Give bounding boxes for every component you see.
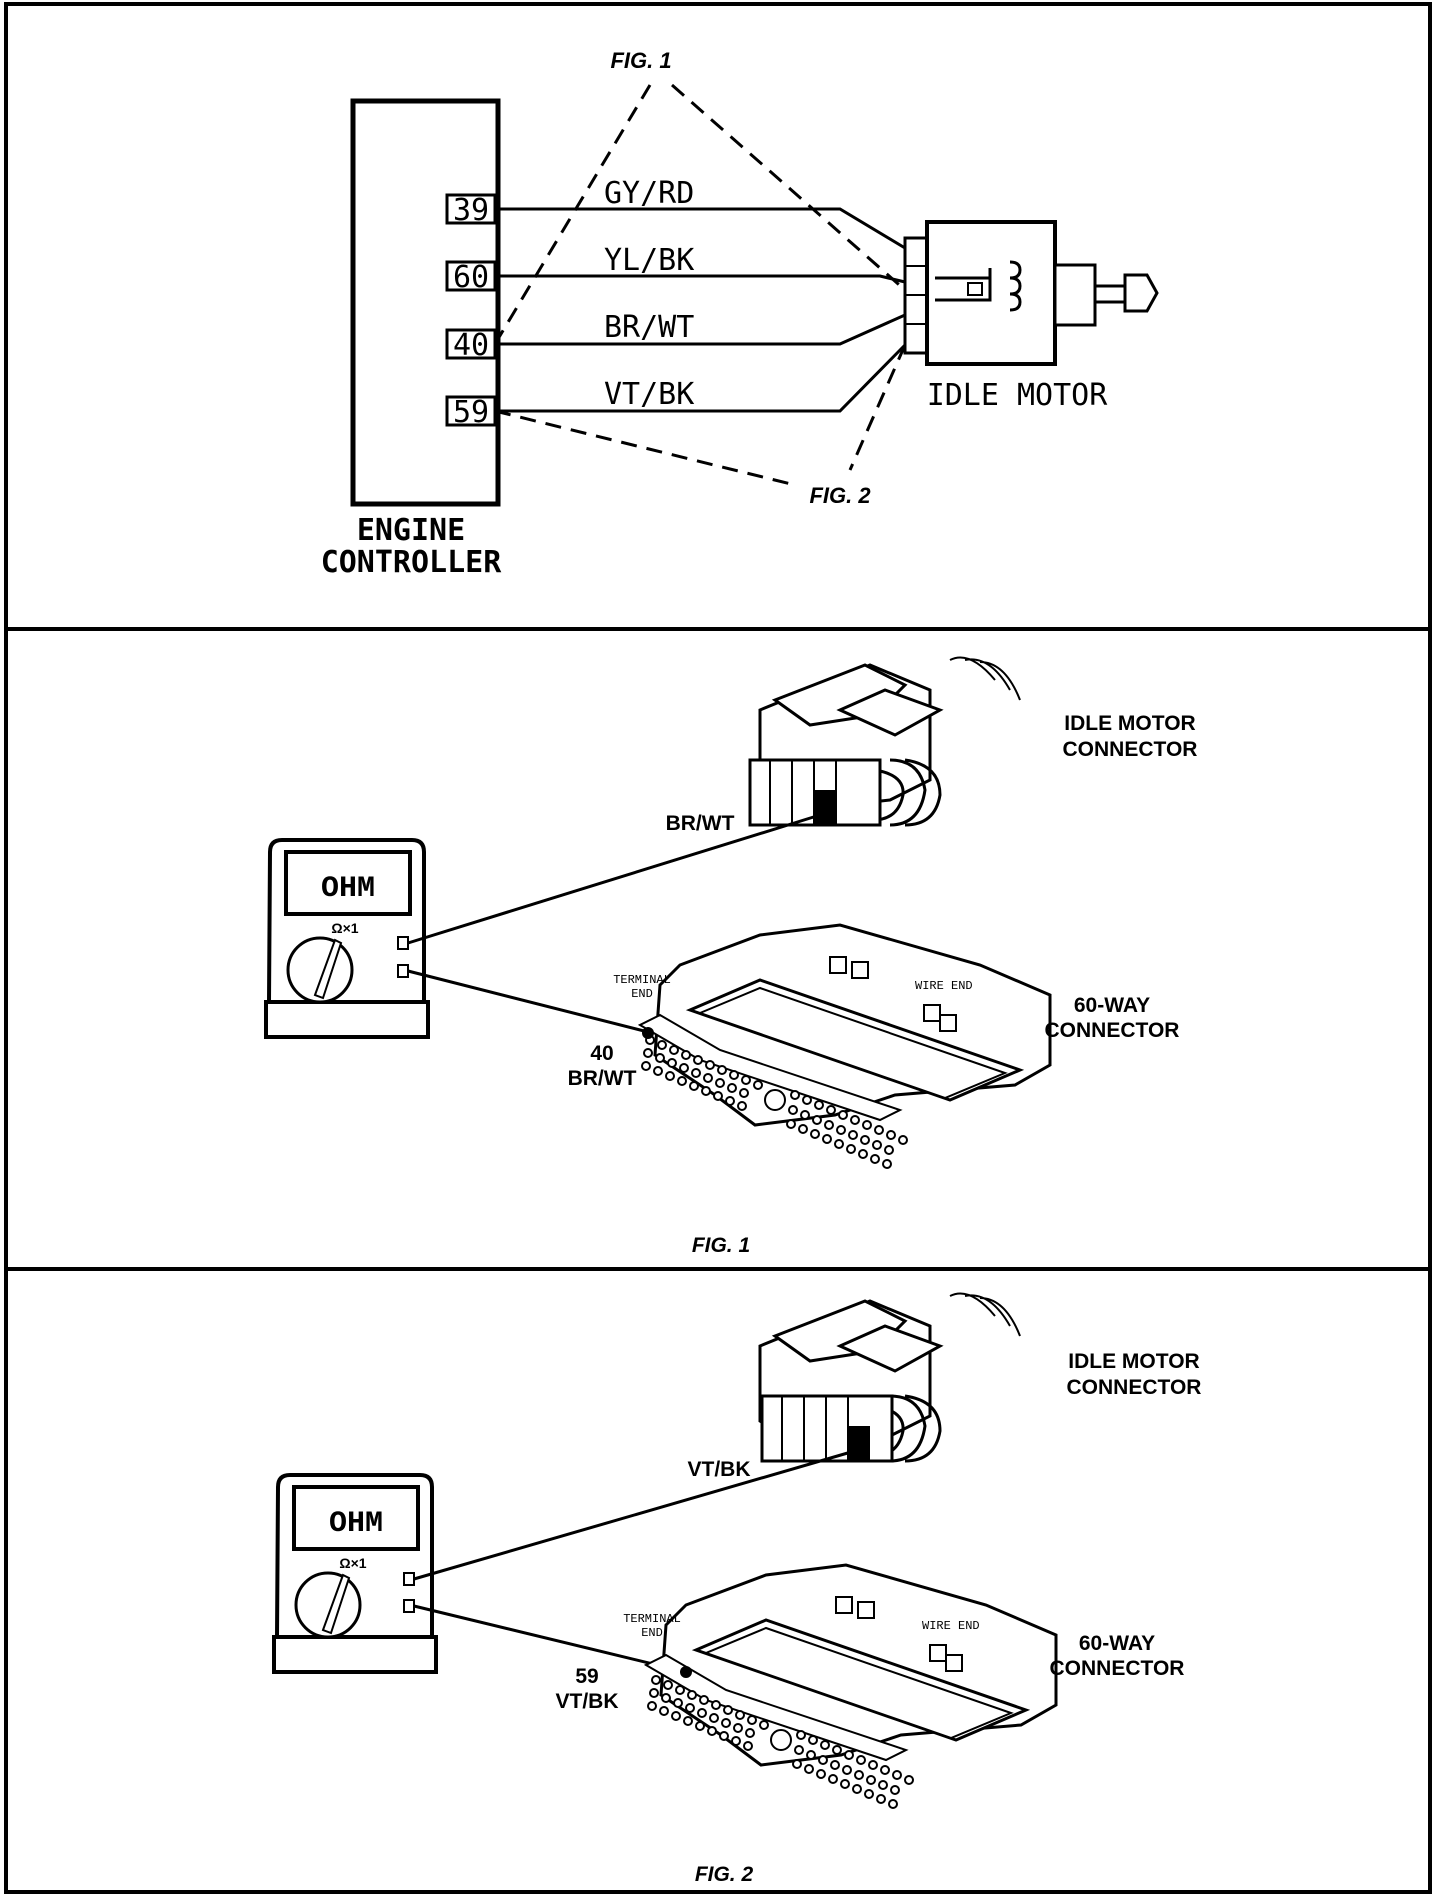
probe-lead-to-60-way [413,1604,687,1674]
idle-motor-connector-drawing [748,656,1021,827]
wire-label-vt-bk: VT/BK [604,377,694,412]
ohmmeter: OHM Ω×1 [272,1473,438,1674]
meter-display [284,850,412,916]
wire-end-label: WIRE END [915,979,973,993]
fig1-caption: FIG. 1 [692,1234,750,1257]
60-way-connector-drawing [643,1563,1058,1809]
60-way-connector-drawing [637,923,1052,1169]
idle-connector-label-line1: IDLE MOTOR [1068,1350,1199,1373]
60-way-label-line2: CONNECTOR [1050,1657,1185,1680]
connector-pin-rows [647,1675,914,1809]
fig2-callout-line-a [494,409,796,487]
meter-range-text: Ω×1 [331,920,358,936]
controller-label-line2: CONTROLLER [321,545,503,580]
meter-range-text: Ω×1 [339,1555,366,1571]
ohmmeter: OHM Ω×1 [264,838,430,1039]
schematic-panel: ENGINE CONTROLLER 39 60 40 59 GY/RD YL/B… [321,48,1159,580]
fig1-panel: IDLE MOTOR CONNECTOR BR/WT OHM Ω×1 [264,656,1198,1257]
highlighted-pin-59 [680,1666,692,1678]
fig2-callout: FIG. 2 [809,483,871,508]
wire-yl-bk [495,274,906,284]
pin-box-39 [445,193,497,225]
terminal-end-label-line2: END [641,1626,663,1640]
idle-motor-label: IDLE MOTOR [927,378,1109,413]
pin-number-label: 40 [590,1042,613,1065]
outer-frame [4,2,1432,1894]
wire-vt-bk [495,343,907,413]
pin-number-60: 60 [453,260,489,295]
terminal-end-label-line1: TERMINAL [623,1612,681,1626]
pin-wire-label: VT/BK [556,1690,619,1713]
fig2-callout-line-b [848,344,907,471]
idle-connector-label-line2: CONNECTOR [1063,738,1198,761]
probe-lead-to-idle-connector [407,813,821,945]
controller-label-line1: ENGINE [357,513,465,548]
wire-br-wt [495,313,906,346]
wire-label-br-wt: BR/WT [604,310,694,345]
pin-number-39: 39 [453,193,489,228]
pin-number-40: 40 [453,328,489,363]
fig1-callout: FIG. 1 [610,48,671,73]
pin-box-59 [445,395,497,427]
fig2-panel: IDLE MOTOR CONNECTOR VT/BK OHM Ω×1 [272,1292,1202,1886]
pin-box-40 [445,328,497,360]
wire-label-gy-rd: GY/RD [604,176,694,211]
meter-display-text: OHM [321,872,375,906]
fig1-callout-line-a [493,84,652,345]
meter-display [292,1485,420,1551]
pin-number-label: 59 [575,1665,598,1688]
probe-wire-label: BR/WT [666,812,735,835]
fig1-callout-line-b [671,83,906,292]
pin-wire-label: BR/WT [568,1067,637,1090]
idle-motor-symbol [903,220,1159,366]
60-way-label-line1: 60-WAY [1079,1632,1155,1655]
fig2-caption: FIG. 2 [695,1863,754,1886]
probe-lead-to-60-way [407,969,649,1034]
idle-connector-label-line2: CONNECTOR [1067,1376,1202,1399]
wire-label-yl-bk: YL/BK [604,243,694,278]
60-way-label-line2: CONNECTOR [1045,1019,1180,1042]
wire-end-label: WIRE END [922,1619,980,1633]
wire-gy-rd [495,207,906,250]
terminal-end-label-line1: TERMINAL [613,973,671,987]
pin-number-59: 59 [453,395,489,430]
probe-lead-to-idle-connector [413,1448,859,1581]
idle-connector-label-line1: IDLE MOTOR [1064,712,1195,735]
60-way-label-line1: 60-WAY [1074,994,1150,1017]
terminal-end-label-line2: END [631,987,653,1001]
meter-display-text: OHM [329,1507,383,1541]
engine-controller-box [350,98,501,507]
connector-pin-rows [641,1035,908,1169]
probe-wire-label: VT/BK [688,1458,751,1481]
highlighted-pin-40 [642,1027,654,1039]
idle-motor-connector-drawing-2 [758,1292,1021,1463]
